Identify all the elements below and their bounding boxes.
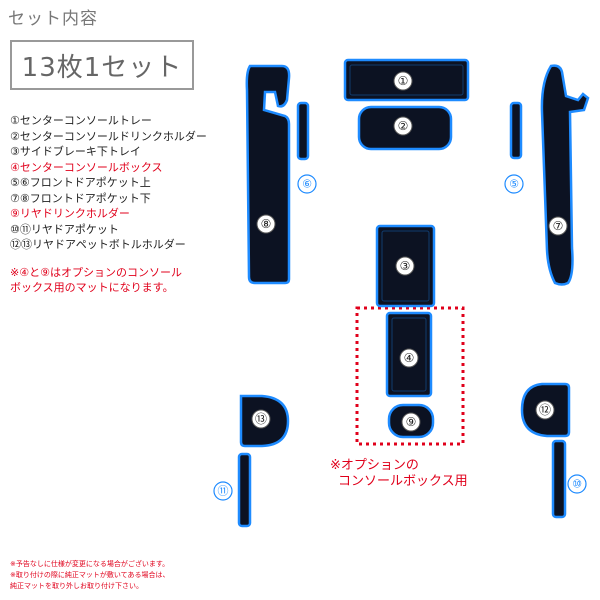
mat-number-9: ⑨ xyxy=(406,415,417,429)
mat-number-5: ⑤ xyxy=(509,178,519,191)
list-item: ①センターコンソールトレー xyxy=(10,114,152,127)
option-note-line1: ※④と⑨はオプションのコンソール xyxy=(10,266,182,279)
list-item: ⑫⑬リヤドアペットボトルホルダー xyxy=(10,238,186,251)
mat-number-7: ⑦ xyxy=(553,219,564,233)
list-item: ②センターコンソールドリンクホルダー xyxy=(10,129,207,143)
page-title: セット内容 xyxy=(8,9,98,29)
mat-3-side-brake-tray: ③ xyxy=(375,224,436,308)
mat-number-6: ⑥ xyxy=(302,178,312,191)
option-note-line2: ボックス用のマットになります。 xyxy=(10,281,174,294)
mat-1-center-console-tray: ① xyxy=(343,58,470,102)
mat-9-rear-drink-holder: ⑨ xyxy=(387,403,435,439)
footer-notes: ※予告なしに仕様が変更になる場合がございます。 ※取り付けの際に純正マットが敷い… xyxy=(10,559,169,592)
mat-13-rear-bottle-holder-left: ⑬ xyxy=(239,394,290,448)
list-item: ⑦⑧フロントドアポケット下 xyxy=(10,191,151,205)
mat-2-drink-holder: ② xyxy=(357,105,453,151)
option-label-line2: コンソールボックス用 xyxy=(338,474,468,489)
set-count-badge: 13枚1セット xyxy=(10,40,194,90)
mat-number-12: ⑫ xyxy=(539,403,551,417)
mat-11-rear-door-pocket-left: ⑪ xyxy=(213,452,252,528)
mat-8-front-door-pocket-lower-left: ⑧ xyxy=(245,64,291,285)
mat-number-8: ⑧ xyxy=(261,217,272,231)
list-item: ⑩⑪リヤドアポケット xyxy=(10,222,119,236)
footer-note-2: ※取り付けの際に純正マットが敷いてある場合は、 xyxy=(10,571,170,579)
parts-list: ①センターコンソールトレー ②センターコンソールドリンクホルダー ③サイドブレー… xyxy=(10,113,207,253)
mat-10-rear-door-pocket-right: ⑩ xyxy=(551,439,587,519)
footer-note-3: 純正マットを取り外しお取り付け下さい。 xyxy=(10,582,143,590)
list-item: ⑨リヤドリンクホルダー xyxy=(10,207,130,220)
mat-5-front-door-pocket-upper-right: ⑤ xyxy=(504,101,524,194)
list-item: ⑤⑥フロントドアポケット上 xyxy=(10,176,151,189)
mat-number-4: ④ xyxy=(404,351,415,365)
option-console-label: ※オプションの コンソールボックス用 xyxy=(330,458,468,490)
mat-4-console-box: ④ xyxy=(385,311,433,398)
mat-number-1: ① xyxy=(398,74,409,88)
mat-number-10: ⑩ xyxy=(572,478,582,491)
mat-number-3: ③ xyxy=(400,259,411,273)
mat-number-13: ⑬ xyxy=(255,412,267,426)
option-label-line1: ※オプションの xyxy=(330,458,419,473)
mat-6-front-door-pocket-upper-left: ⑥ xyxy=(296,101,317,194)
mat-number-11: ⑪ xyxy=(218,485,229,498)
mat-12-rear-bottle-holder-right: ⑫ xyxy=(520,382,571,438)
list-item: ③サイドブレーキ下トレイ xyxy=(10,145,141,158)
mat-number-2: ② xyxy=(398,119,409,133)
option-note: ※④と⑨はオプションのコンソール ボックス用のマットになります。 xyxy=(10,265,182,295)
option-dashed-box xyxy=(355,306,465,446)
footer-note-1: ※予告なしに仕様が変更になる場合がございます。 xyxy=(10,560,170,568)
mat-7-front-door-pocket-lower-right: ⑦ xyxy=(540,64,590,286)
list-item: ④センターコンソールボックス xyxy=(10,160,163,174)
